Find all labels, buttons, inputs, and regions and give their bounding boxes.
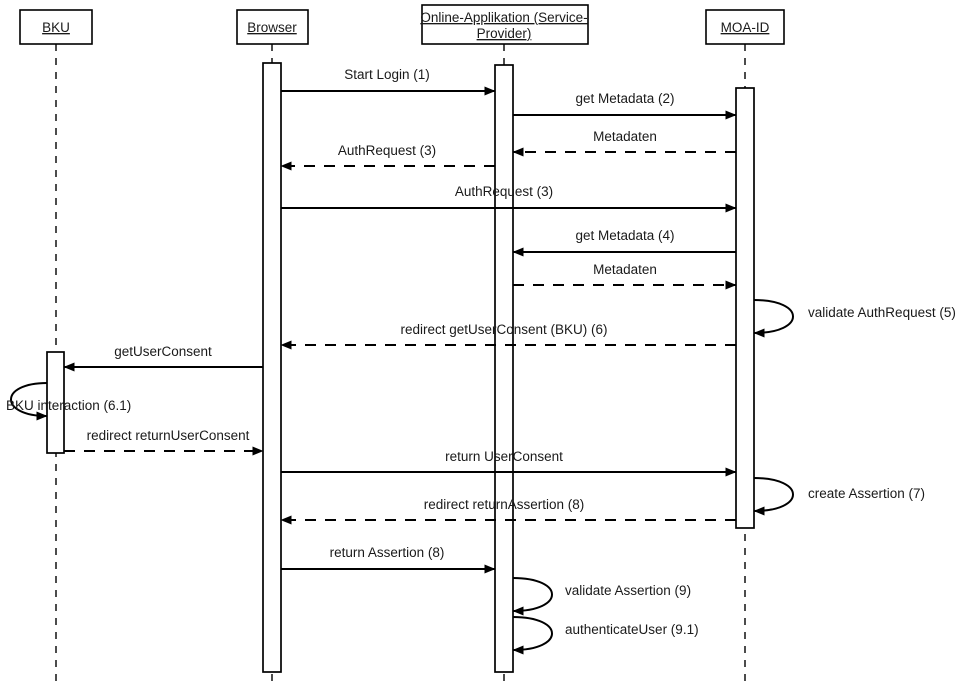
message-label-m14: create Assertion (7): [808, 486, 925, 501]
message-label-m15: redirect returnAssertion (8): [424, 497, 585, 512]
message-label-m13: return UserConsent: [445, 449, 563, 464]
message-m9[interactable]: redirect getUserConsent (BKU) (6): [280, 322, 736, 350]
message-m13[interactable]: return UserConsent: [281, 449, 737, 477]
lifeline-header-box-online_app[interactable]: [421, 4, 589, 45]
message-label-m10: getUserConsent: [114, 344, 212, 359]
activation-bar-online_app[interactable]: [494, 64, 514, 673]
lifeline-header-box-moa_id[interactable]: [705, 9, 785, 45]
message-m1[interactable]: Start Login (1): [281, 67, 496, 96]
messages-layer: Start Login (1) get Metadata (2) Metadaten…: [6, 67, 956, 655]
activation-bar-bku[interactable]: [46, 351, 65, 454]
lifeline-label-browser: Browser: [247, 20, 297, 35]
lifeline-moa_id: MOA-ID: [705, 9, 785, 682]
message-label-m2: get Metadata (2): [575, 91, 674, 106]
lifeline-online_app: Online-Applikation (Service-Provider): [420, 4, 589, 682]
message-m18[interactable]: authenticateUser (9.1): [512, 616, 699, 655]
lifeline-browser: Browser: [236, 9, 309, 682]
message-label-m11: BKU interaction (6.1): [6, 398, 131, 413]
message-label-m8: validate AuthRequest (5): [808, 305, 956, 320]
message-m14[interactable]: create Assertion (7): [753, 477, 925, 516]
lifeline-label-bku: BKU: [42, 20, 70, 35]
lifeline-header-box-bku[interactable]: [19, 9, 93, 45]
lifeline-header-box-browser[interactable]: [236, 9, 309, 45]
activation-bar-browser[interactable]: [262, 62, 282, 673]
lifeline-label-moa_id: MOA-ID: [721, 20, 770, 35]
message-m6[interactable]: get Metadata (4): [512, 228, 736, 257]
self-message-arrow-m8: [753, 299, 794, 338]
message-m12[interactable]: redirect returnUserConsent: [64, 428, 264, 456]
message-m4[interactable]: AuthRequest (3): [280, 143, 495, 171]
message-m11[interactable]: BKU interaction (6.1): [6, 382, 131, 421]
message-m16[interactable]: return Assertion (8): [281, 545, 496, 574]
message-label-m9: redirect getUserConsent (BKU) (6): [400, 322, 607, 337]
message-label-m17: validate Assertion (9): [565, 583, 691, 598]
message-m15[interactable]: redirect returnAssertion (8): [280, 497, 736, 525]
lifelines-layer: BKU Browser Online-Applikation (Service-Pr…: [19, 4, 785, 682]
self-message-arrow-m11: [10, 382, 48, 421]
message-label-m5: AuthRequest (3): [455, 184, 553, 199]
message-label-m4: AuthRequest (3): [338, 143, 436, 158]
message-m5[interactable]: AuthRequest (3): [281, 184, 737, 213]
message-m8[interactable]: validate AuthRequest (5): [753, 299, 956, 338]
message-label-m6: get Metadata (4): [575, 228, 674, 243]
message-label-m12: redirect returnUserConsent: [87, 428, 250, 443]
self-message-arrow-m17: [512, 577, 553, 616]
message-label-m7: Metadaten: [593, 262, 657, 277]
message-label-m1: Start Login (1): [344, 67, 430, 82]
message-m10[interactable]: getUserConsent: [63, 344, 263, 372]
message-label-m16: return Assertion (8): [330, 545, 445, 560]
message-label-m3: Metadaten: [593, 129, 657, 144]
self-message-arrow-m18: [512, 616, 553, 655]
message-m2[interactable]: get Metadata (2): [513, 91, 737, 120]
message-m17[interactable]: validate Assertion (9): [512, 577, 691, 616]
message-m7[interactable]: Metadaten: [513, 262, 737, 290]
message-m3[interactable]: Metadaten: [512, 129, 736, 157]
lifeline-bku: BKU: [19, 9, 93, 682]
lifeline-label-online_app: Online-Applikation (Service-Provider): [420, 10, 587, 41]
message-label-m18: authenticateUser (9.1): [565, 622, 699, 637]
self-message-arrow-m14: [753, 477, 794, 516]
activation-bar-moa_id[interactable]: [735, 87, 755, 529]
